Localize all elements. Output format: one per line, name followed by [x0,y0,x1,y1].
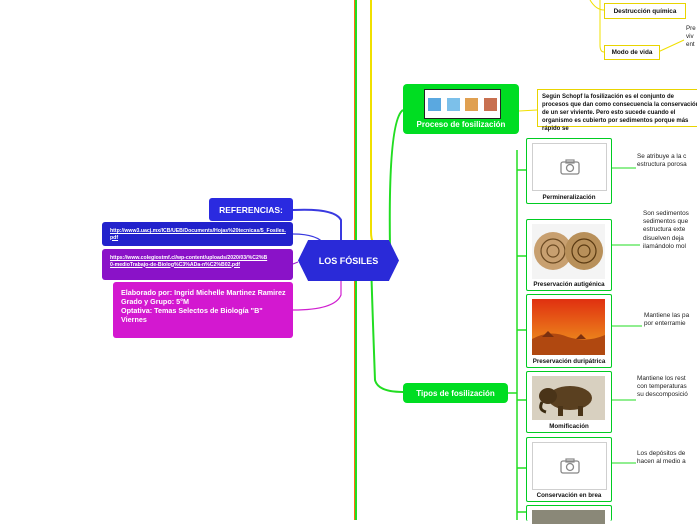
type-desc: Mantiene las pa por enterramie [644,312,689,328]
desc-line: ilamándolo mol [643,243,689,251]
reference-link-2-node[interactable]: https://www.colegiostmf.cl/wp-content/up… [102,249,293,280]
ammonite-icon [532,224,605,279]
image-placeholder [532,143,607,191]
type-card-permineralizacion[interactable]: Permineralización [526,138,612,204]
desc-line: estructura exte [643,226,689,234]
desert-icon [532,299,605,355]
desc-line: estructura porosa [637,161,687,169]
type-card-brea[interactable]: Conservación en brea [526,437,612,502]
desc-line: Se atribuye a la c [637,153,687,161]
desc-line: Son sedimentos [643,210,689,218]
type-card-autigenica[interactable]: Preservación autigénica [526,219,612,291]
destruccion-quimica-node[interactable]: Destrucción química [604,3,686,19]
references-header[interactable]: REFERENCIAS: [209,198,293,221]
proceso-label: Proceso de fosilización [403,120,519,129]
reference-link-1[interactable]: http://www3.uacj.mx/ICB/UEB/Documents/Ho… [110,228,286,241]
credit-course: Optativa: Temas Selectos de Biología "B" [121,306,286,315]
type-name: Preservación autigénica [527,281,611,288]
camera-icon [560,159,580,175]
reference-link-2[interactable]: https://www.colegiostmf.cl/wp-content/up… [110,255,270,268]
schopf-definition[interactable]: Según Schopf la fosilización es el conju… [537,89,697,127]
type-card-partial[interactable] [526,505,612,521]
credits-node[interactable]: Elaborado por: Ingrid Michelle Martinez … [113,282,293,338]
central-topic[interactable]: LOS FÓSILES [298,240,399,281]
type-name: Conservación en brea [527,492,611,499]
side-line: ent [686,41,696,49]
type-card-duripatrica[interactable]: Preservación duripátrica [526,294,612,368]
mammoth-icon [532,376,605,420]
cube-blue-icon [428,98,441,111]
type-name: Permineralización [527,194,611,201]
side-line: viv [686,33,696,41]
ammonite-image [532,224,605,279]
type-card-momificacion[interactable]: Momificación [526,371,612,433]
credits-text: Elaborado por: Ingrid Michelle Martinez … [121,288,286,324]
desc-line: por enterramie [644,320,689,328]
side-line: Pre [686,25,696,33]
type-desc: Son sedimentos sedimentos que estructura… [643,210,689,251]
credit-author: Elaborado por: Ingrid Michelle Martinez … [121,288,286,297]
cube-blue-icon [447,98,460,111]
desc-line: Los depósitos de [637,450,686,458]
reference-link-1-node[interactable]: http://www3.uacj.mx/ICB/UEB/Documents/Ho… [102,222,293,246]
type-name: Momificación [527,423,611,430]
modo-de-vida-node[interactable]: Modo de vida [604,45,660,60]
desc-line: disuelven deja [643,235,689,243]
type-desc: Los depósitos de hacen al medio a [637,450,686,466]
desc-line: hacen al medio a [637,458,686,466]
desc-line: Mantiene los rest [637,375,688,383]
image-placeholder [532,442,607,490]
cube-red-icon [484,98,497,111]
credit-group: Grado y Grupo: 5°M [121,297,286,306]
camera-icon [560,458,580,474]
type-name: Preservación duripátrica [527,358,611,365]
cubes-image [424,89,501,119]
type-desc: Se atribuye a la c estructura porosa [637,153,687,169]
partial-image [532,510,605,524]
credit-day: Viernes [121,315,286,324]
type-desc: Mantiene los rest con temperaturas su de… [637,375,688,400]
desc-line: Mantiene las pa [644,312,689,320]
desc-line: con temperaturas [637,383,688,391]
desc-line: sedimentos que [643,218,689,226]
desert-image [532,299,605,355]
desc-line: su descomposició [637,391,688,399]
proceso-node[interactable]: Proceso de fosilización [403,84,519,134]
cube-orange-icon [465,98,478,111]
mammoth-image [532,376,605,420]
modo-de-vida-text: Pre viv ent [686,25,696,49]
tipos-node[interactable]: Tipos de fosilización [403,383,508,403]
